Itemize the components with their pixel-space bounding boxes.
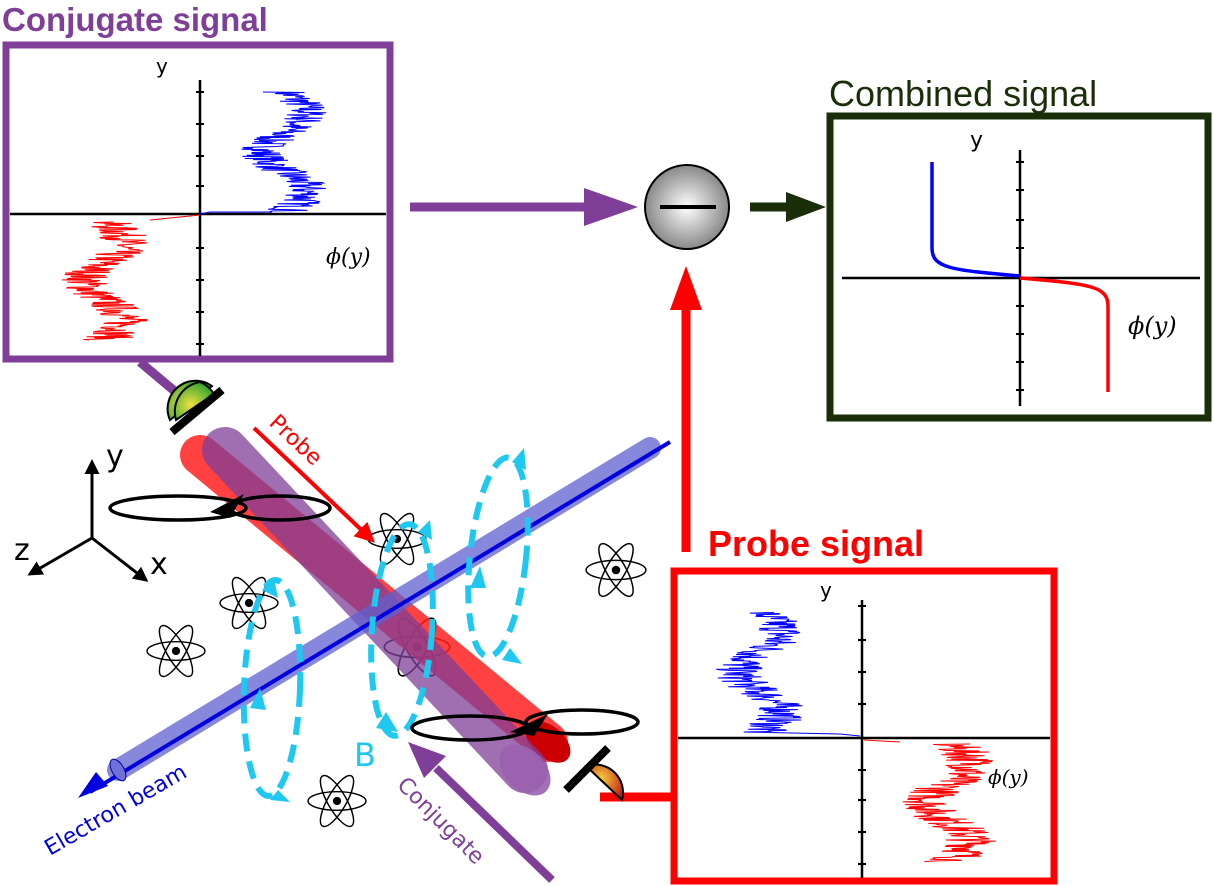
subtract-operator-icon <box>644 164 730 250</box>
b-field-label: B <box>354 736 376 774</box>
atom-icon <box>585 538 647 602</box>
probe-axes <box>678 600 1050 878</box>
detector-icon <box>563 745 624 802</box>
magnetic-field-loops <box>240 454 531 799</box>
conjugate-detector-connector <box>137 358 181 398</box>
probe-phi-label: ϕ(y) <box>988 765 1029 789</box>
magnetic-field-arrowheads <box>250 448 526 802</box>
conjugate-red-trace <box>61 214 201 341</box>
probe-blue-trace <box>716 611 861 737</box>
combined-phi-label: ϕ(y) <box>1128 312 1177 340</box>
axis-y-label: y <box>106 439 124 474</box>
axis-x-label: x <box>150 547 168 582</box>
conjugate-signal-title: Conjugate signal <box>2 1 268 38</box>
detector-icon <box>166 379 225 436</box>
atom-icon <box>307 770 367 832</box>
conjugate-signal-panel: Conjugate signal y ϕ(y) <box>2 1 394 363</box>
conjugate-label: Conjugate <box>392 773 489 870</box>
combined-signal-panel: Combined signal y ϕ(y) <box>826 73 1212 422</box>
axis-z-label: z <box>14 533 30 568</box>
coordinate-axes-icon: y z x <box>14 439 168 582</box>
atom-icon <box>146 620 206 682</box>
operator-to-combined-arrow <box>750 192 826 222</box>
combined-y-label: y <box>970 128 983 153</box>
conjugate-phi-label: ϕ(y) <box>326 245 371 270</box>
combined-blue-trace <box>930 162 1021 278</box>
combined-signal-title: Combined signal <box>829 73 1097 114</box>
conjugate-blue-trace <box>199 91 327 215</box>
experiment-scene: Probe Conjugate Electron beam B y z x <box>14 379 672 883</box>
conjugate-input-arrow <box>408 742 555 883</box>
combined-red-trace <box>1019 276 1110 392</box>
probe-signal-panel: Probe signal y ϕ(y) <box>670 523 1058 885</box>
conjugate-to-operator-arrow <box>410 188 638 226</box>
atom-icon <box>367 508 427 570</box>
probe-y-label: y <box>820 578 832 602</box>
probe-signal-frame <box>670 567 1058 885</box>
conjugate-y-label: y <box>156 54 168 78</box>
loop-coil-icon <box>410 708 640 742</box>
probe-red-trace <box>863 739 996 863</box>
probe-input-arrow <box>252 426 375 543</box>
conjugate-signal-frame <box>2 41 394 363</box>
conjugate-axes <box>10 80 386 356</box>
probe-signal-title: Probe signal <box>708 523 924 564</box>
probe-to-operator-arrow <box>670 266 702 552</box>
probe-label: Probe <box>264 410 327 471</box>
loop-coil-icon <box>108 494 332 522</box>
electron-beam <box>78 437 672 798</box>
